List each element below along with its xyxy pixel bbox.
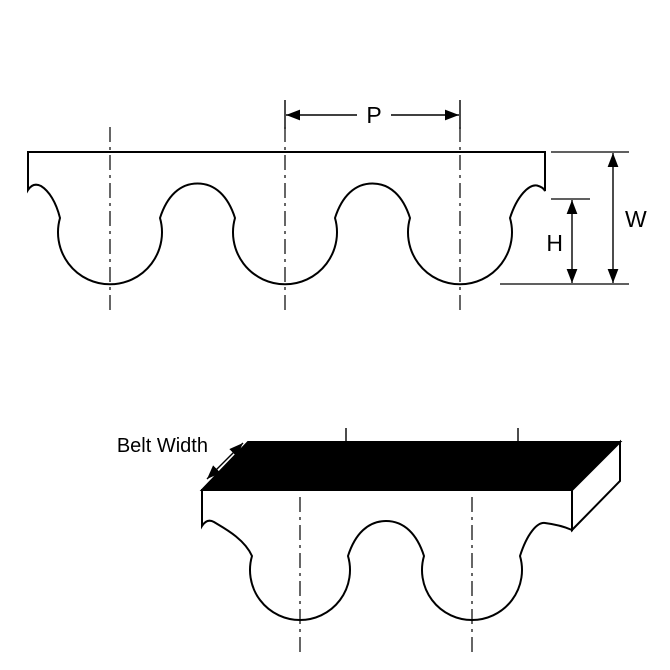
belt-front-profile xyxy=(201,489,573,621)
cross-section-view: P W H xyxy=(27,100,647,313)
belt-cross-section-profile xyxy=(27,151,546,286)
belt-width-arrow xyxy=(206,442,244,480)
belt-top-face xyxy=(199,441,623,491)
width-label: W xyxy=(625,206,647,232)
isometric-view: Belt Width xyxy=(117,428,623,657)
belt-width-label: Belt Width xyxy=(117,435,208,457)
height-label: H xyxy=(546,230,563,256)
pitch-label: P xyxy=(366,102,381,128)
